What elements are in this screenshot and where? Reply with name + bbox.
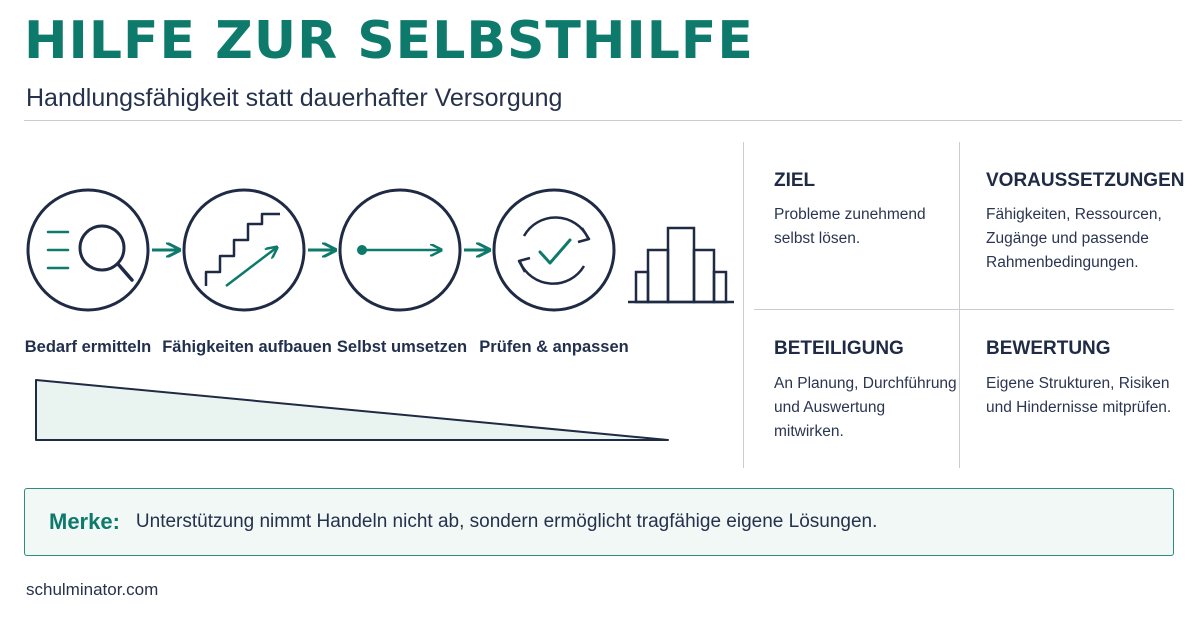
card-text-bewertung: Eigene Strukturen, Risiken und Hindernis… <box>986 375 1172 416</box>
step-circle-2 <box>182 188 306 312</box>
note-label: Merke: <box>49 509 120 534</box>
card-text-ziel: Probleme zunehmend selbst lösen. <box>774 206 926 247</box>
process-diagram <box>26 188 734 441</box>
card-heading-beteiligung: BETEILIGUNG <box>774 338 904 359</box>
card-heading-bewertung: BEWERTUNG <box>986 338 1111 359</box>
step-label-1: Bedarf ermitteln <box>24 338 152 356</box>
step-label-2: Fähigkeiten aufbauen <box>162 338 332 356</box>
magnifier-list-icon <box>46 224 134 282</box>
footer-site-name: schulminator.com <box>26 580 159 599</box>
step-circle-3 <box>338 188 462 312</box>
stairs-arrow-icon <box>204 212 280 287</box>
step-label-3: Selbst umsetzen <box>336 338 468 356</box>
note-text: Unterstützung nimmt Handeln nicht ab, so… <box>135 511 878 532</box>
card-heading-voraussetzungen: VORAUSSETZUNGEN <box>986 170 1185 191</box>
dot-arrow-icon <box>357 245 440 255</box>
card-text-voraussetzungen: Fähigkeiten, Ressourcen, Zugänge und pas… <box>986 206 1162 271</box>
note-box: Merke: Unterstützung nimmt Handeln nicht… <box>24 488 1174 556</box>
step-circle-4 <box>492 188 616 312</box>
card-text-beteiligung: An Planung, Durchführung und Auswertung … <box>774 375 957 440</box>
header-divider <box>24 120 1182 121</box>
page-subtitle: Handlungsfähigkeit statt dauerhafter Ver… <box>26 84 563 112</box>
step-circle-1 <box>26 188 150 312</box>
bar-chart-icon <box>628 226 734 304</box>
cycle-check-icon <box>517 216 591 285</box>
grid-center-divider <box>959 142 960 468</box>
grid-middle-divider <box>754 309 1174 310</box>
card-heading-ziel: ZIEL <box>774 170 816 191</box>
page-title: HILFE ZUR SELBSTHILFE <box>24 11 754 71</box>
decreasing-support-wedge <box>35 379 669 441</box>
grid-left-border <box>743 142 744 468</box>
step-label-4: Prüfen & anpassen <box>479 338 629 356</box>
